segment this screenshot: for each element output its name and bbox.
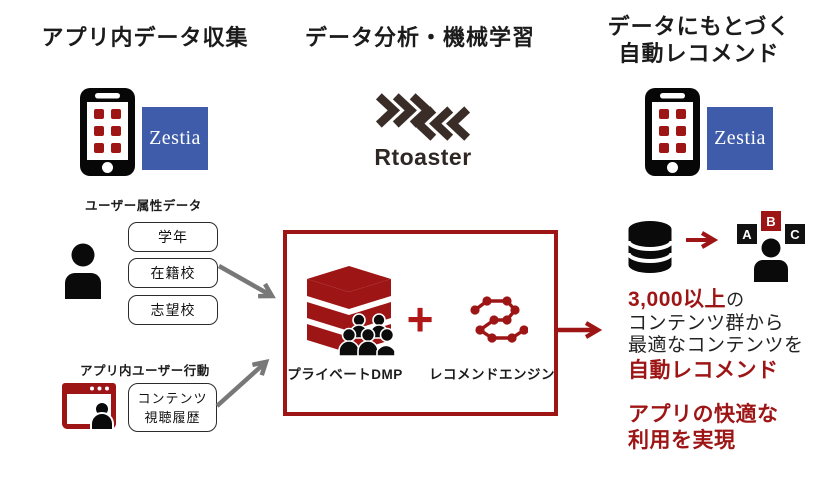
content-badge-c: C <box>785 224 805 244</box>
attribute-flow-arrow <box>217 264 276 299</box>
header-recommend-line1: データにもとづく <box>607 14 791 39</box>
result-count-suffix: の <box>726 290 745 310</box>
behavior-flow-arrow <box>215 359 270 408</box>
result-count: 3,000以上 <box>628 288 727 311</box>
user-person-icon <box>65 243 101 299</box>
header-analysis: データ分析・機械学習 <box>304 25 535 50</box>
attribute-pill-target-school: 志望校 <box>128 295 218 325</box>
content-badge-b: B <box>761 211 781 231</box>
viewer-screen-icon <box>62 383 116 430</box>
benefit-text: アプリの快適な 利用を実現 <box>628 402 779 454</box>
dmp-label: プライベートDMP <box>287 367 403 382</box>
recommend-engine-icon <box>470 296 528 343</box>
benefit-line2: 利用を実現 <box>628 429 736 452</box>
zestia-logo: Zestia <box>142 107 208 170</box>
database-icon <box>627 221 673 273</box>
result-line3: 最適なコンテンツを <box>628 335 804 356</box>
content-badge-a: A <box>737 224 757 244</box>
behavior-pill-line2: 視聴履歴 <box>144 409 201 425</box>
phone-icon <box>645 88 700 176</box>
behavior-pill: コンテンツ 視聴履歴 <box>128 383 217 432</box>
rtoaster-logo-icon <box>376 93 470 141</box>
header-recommend: データにもとづく 自動レコメンド <box>590 13 808 67</box>
recipient-person-icon <box>754 238 788 282</box>
zestia-logo: Zestia <box>707 107 773 170</box>
plus-icon: + <box>406 293 434 345</box>
behavior-pill-line1: コンテンツ <box>137 390 208 406</box>
private-dmp-icon <box>307 266 395 357</box>
zestia-logo-text: Zestia <box>149 127 201 149</box>
phone-icon <box>80 88 135 176</box>
attribute-pill-grade: 学年 <box>128 222 218 252</box>
zestia-logo-text: Zestia <box>714 127 766 149</box>
header-collection: アプリ内データ収集 <box>41 25 249 50</box>
behavior-title: アプリ内ユーザー行動 <box>80 364 210 378</box>
attributes-title: ユーザー属性データ <box>85 199 202 213</box>
result-line2: コンテンツ群から <box>628 312 785 334</box>
result-line4: 自動レコメンド <box>628 358 779 382</box>
result-text: 3,000以上の コンテンツ群から 最適なコンテンツを 自動レコメンド <box>628 288 804 382</box>
result-line1: 3,000以上の <box>628 288 804 313</box>
engine-label: レコメンドエンジン <box>429 367 555 382</box>
benefit-line1: アプリの快適な <box>628 403 779 426</box>
header-recommend-line2: 自動レコメンド <box>618 41 780 66</box>
attribute-pill-school: 在籍校 <box>128 258 218 288</box>
rtoaster-logo-text: Rtoaster <box>374 144 472 170</box>
